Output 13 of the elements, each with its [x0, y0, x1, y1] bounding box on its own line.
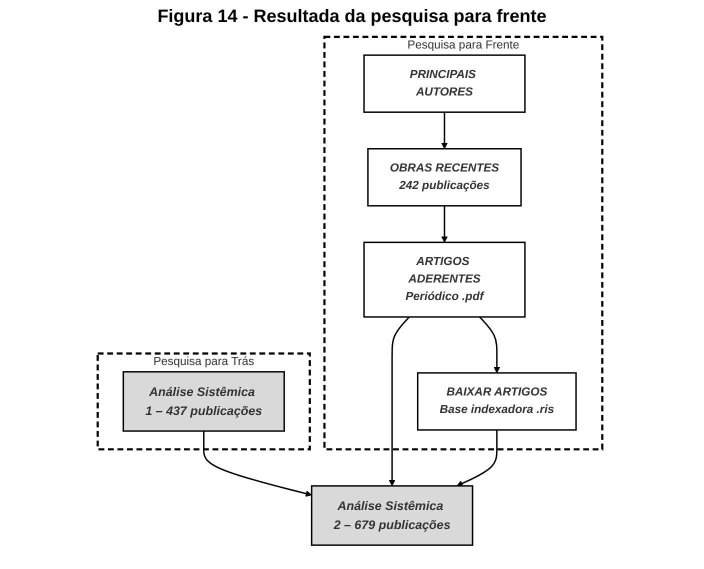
arrow — [441, 112, 448, 150]
node-box: OBRAS RECENTES 242 publicações — [367, 148, 522, 207]
node-box: BAIXAR ARTIGOS Base indexadora .ris — [416, 372, 577, 431]
arrow — [441, 206, 448, 243]
node-box: Análise Sistêmica 1 – 437 publicações — [122, 371, 285, 432]
arrow — [388, 316, 410, 486]
arrow — [456, 430, 498, 486]
node-box: PRINCIPAIS AUTORES — [363, 54, 526, 113]
figure-title: Figura 14 - Resultada da pesquisa para frente — [156, 6, 548, 27]
node-box: ARTIGOS ADERENTES Periódico .pdf — [363, 242, 526, 318]
arrow — [479, 316, 500, 374]
node-box: Análise Sistêmica 2 – 679 publicações — [310, 485, 474, 546]
arrow — [203, 431, 312, 497]
